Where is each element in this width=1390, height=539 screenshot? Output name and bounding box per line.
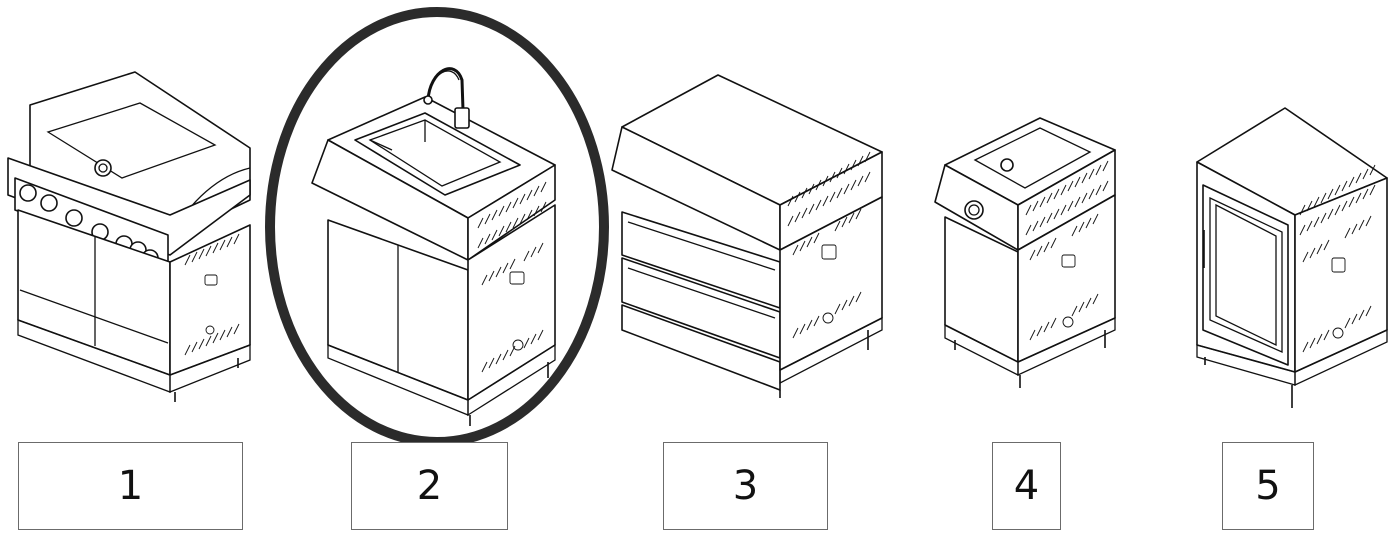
module-number: 3 [732,463,759,509]
fridge-module-icon [1196,107,1388,408]
side-burner-module-icon [934,117,1116,388]
grill-module-icon [7,71,251,402]
module-number: 5 [1255,463,1281,509]
module-label-3: 3 [663,442,828,530]
module-label-1: 1 [18,442,243,530]
module-label-5: 5 [1222,442,1314,530]
module-number: 1 [117,463,144,509]
module-label-2: 2 [351,442,508,530]
module-label-4: 4 [992,442,1061,530]
sink-module-icon [311,67,556,426]
module-number: 2 [416,463,443,509]
module-number: 4 [1013,463,1040,509]
drawer-module-icon [611,74,883,398]
